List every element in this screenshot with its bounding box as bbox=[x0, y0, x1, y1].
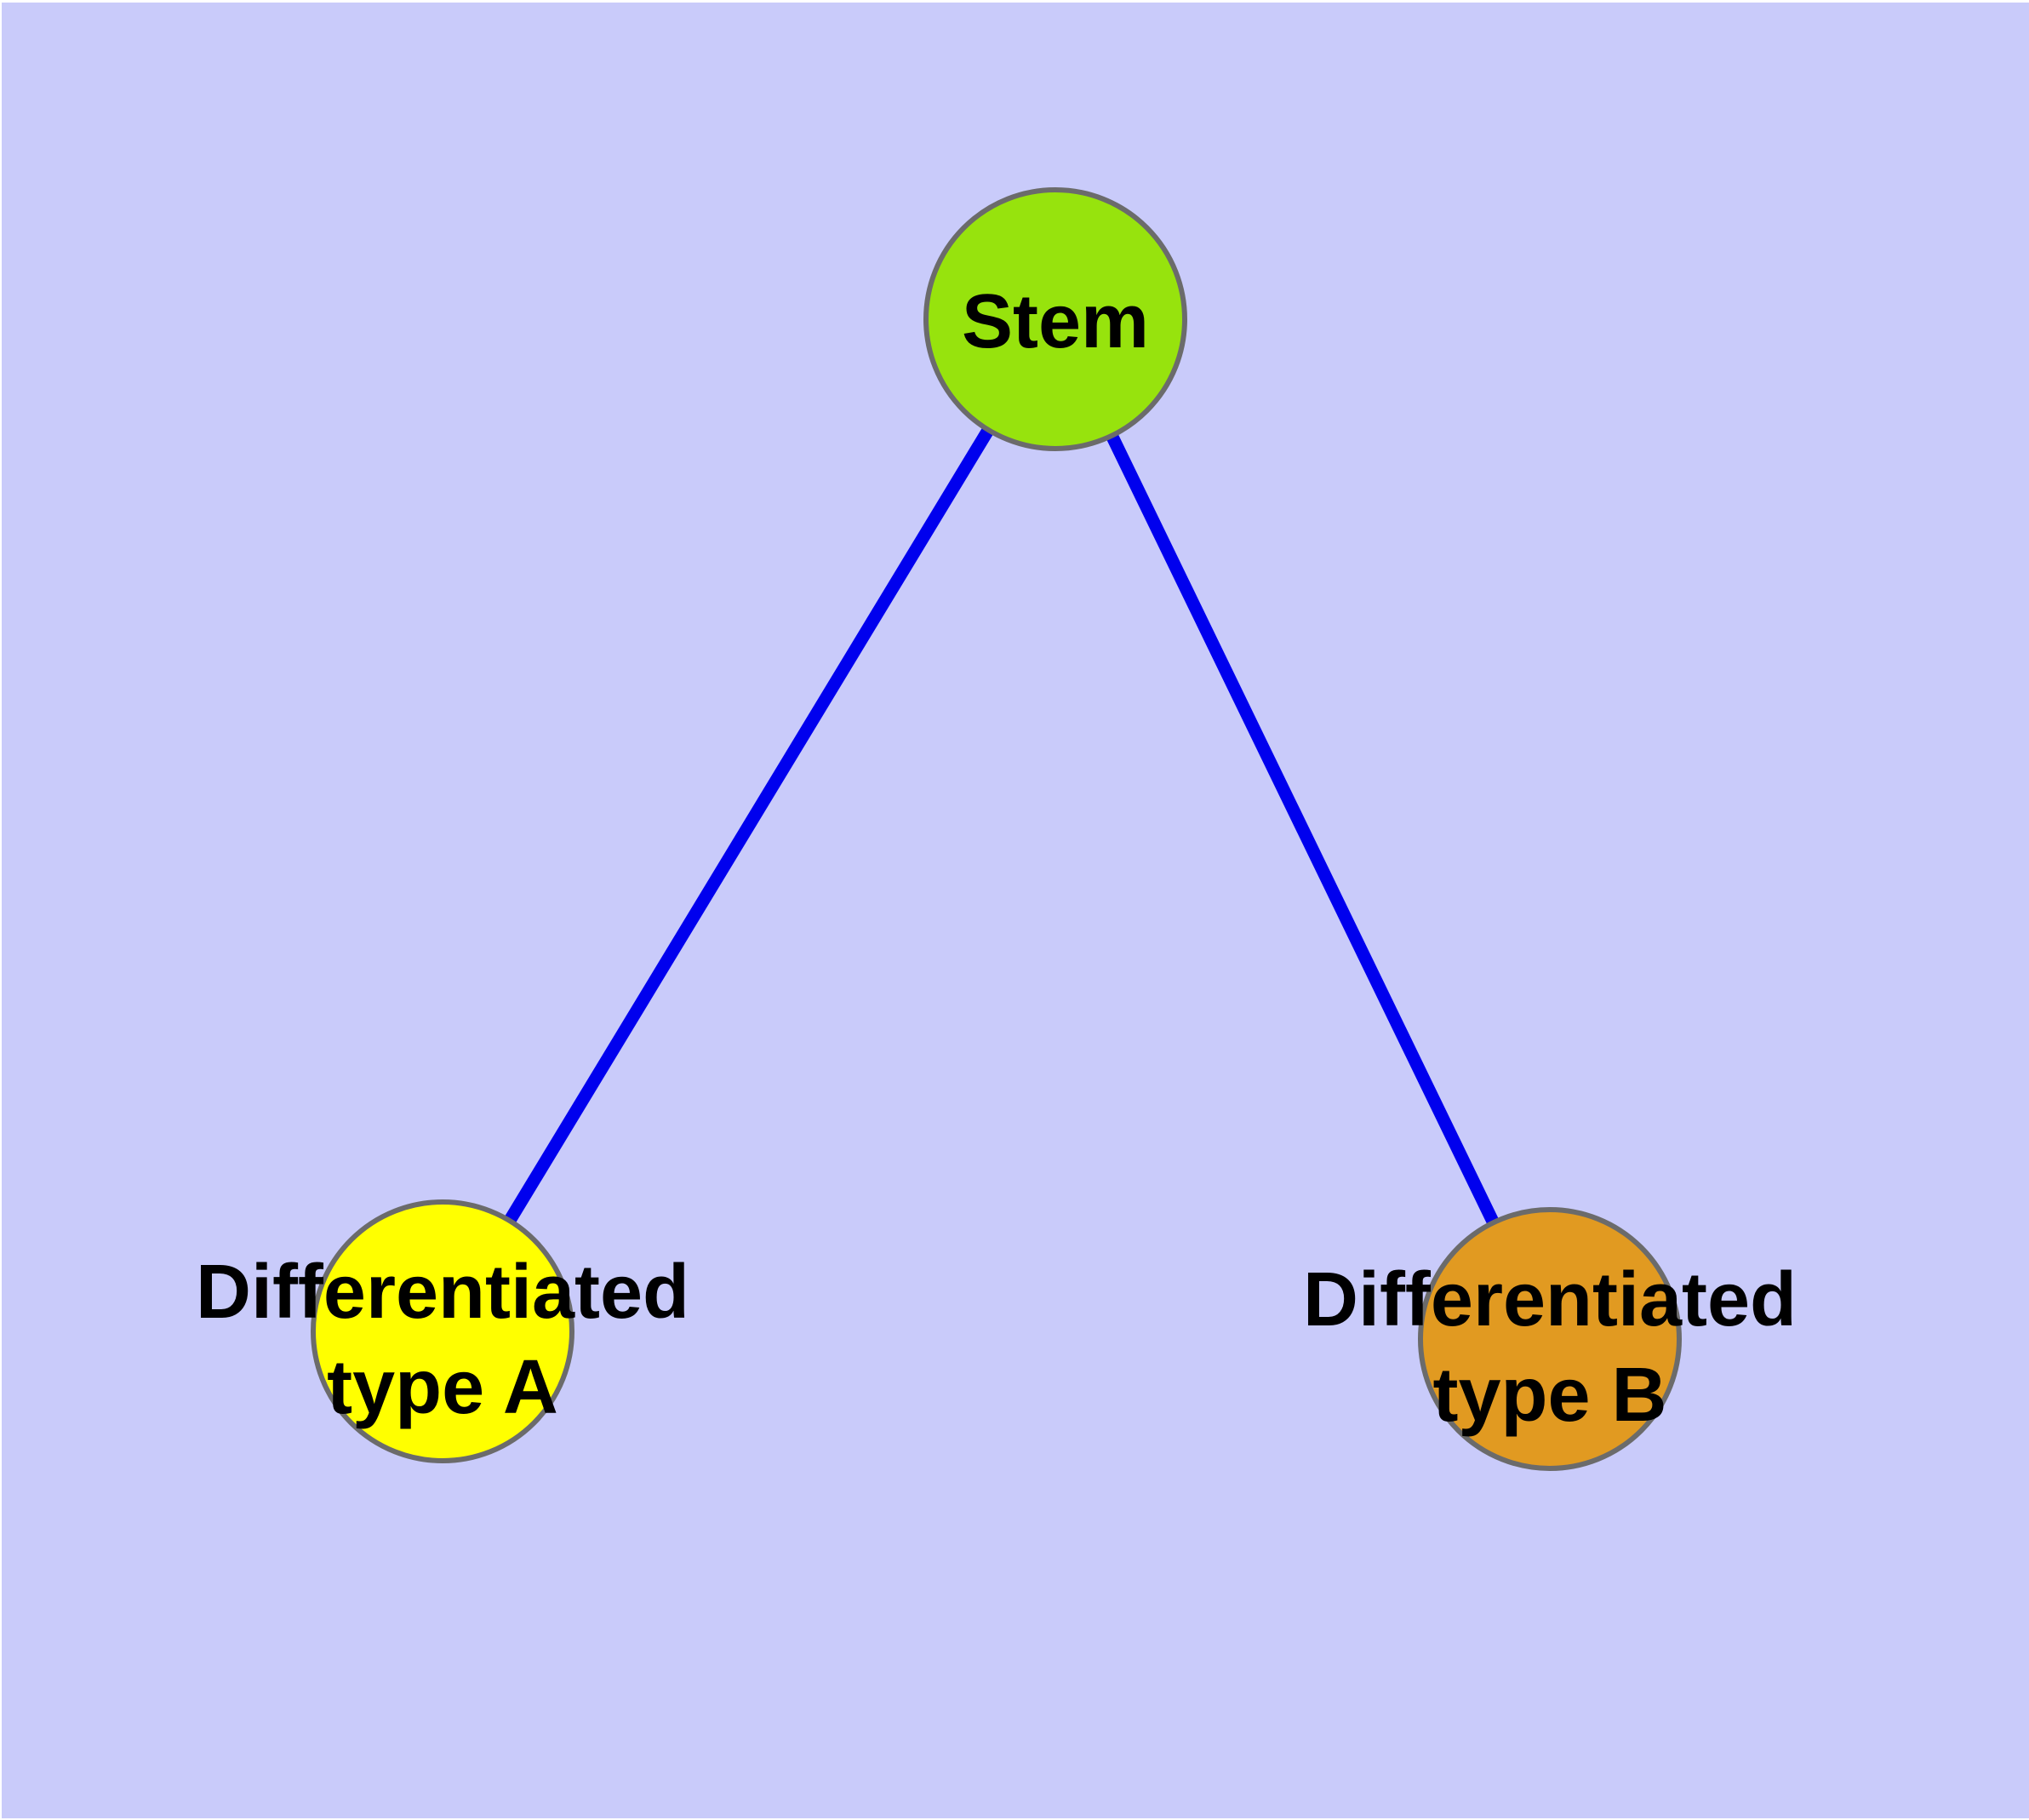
node-label-line: type B bbox=[1432, 1353, 1666, 1438]
edge-stem-to-differentiated-type-a bbox=[437, 316, 1061, 1335]
node-label-line: Differentiated bbox=[196, 1250, 689, 1335]
node-circle-differentiated-type-a bbox=[311, 1199, 574, 1463]
node-group-stem: Stem bbox=[923, 187, 1187, 451]
node-group-differentiated-type-a: Differentiated type A bbox=[196, 1199, 689, 1463]
node-label-line: Differentiated bbox=[1303, 1257, 1797, 1342]
node-circle-stem bbox=[923, 187, 1187, 451]
node-label-differentiated-type-a: Differentiated type A bbox=[196, 1250, 689, 1430]
node-group-differentiated-type-b: Differentiated type B bbox=[1303, 1207, 1797, 1471]
edge-stem-to-differentiated-type-b bbox=[1049, 316, 1556, 1342]
node-label-stem: Stem bbox=[962, 279, 1149, 364]
node-label-line: Stem bbox=[962, 279, 1149, 364]
node-label-line: type A bbox=[327, 1345, 558, 1430]
node-circle-differentiated-type-b bbox=[1418, 1207, 1682, 1471]
edges-layer bbox=[437, 316, 1556, 1342]
node-label-differentiated-type-b: Differentiated type B bbox=[1303, 1257, 1797, 1438]
